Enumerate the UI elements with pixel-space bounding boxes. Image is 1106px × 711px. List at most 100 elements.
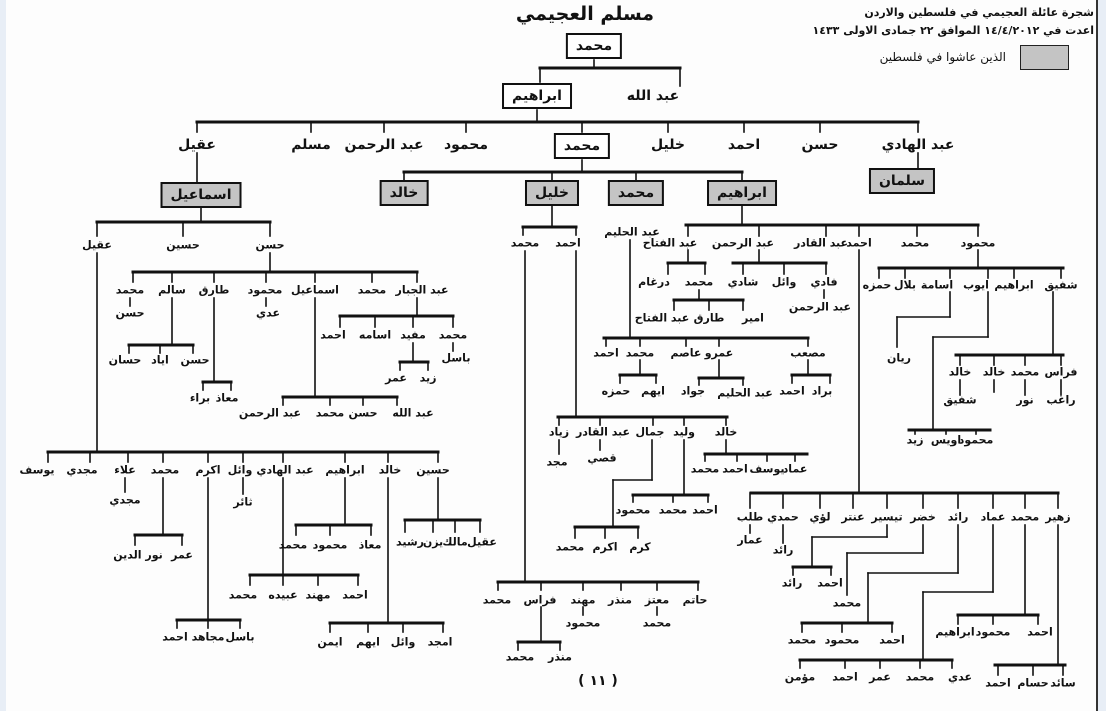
person-node: احمد [692, 503, 718, 517]
person-node: ريان [887, 351, 911, 365]
person-node: احمد [342, 588, 368, 602]
person-node: مجد [546, 455, 568, 469]
person-node: محمد [900, 236, 930, 250]
person-node: عبد الرحمن [788, 300, 852, 314]
person-node: محمد [684, 275, 714, 289]
person-node: محمد [658, 503, 688, 517]
person-node-palestine: خليل [524, 180, 580, 206]
person-node: خالد [714, 425, 738, 439]
scan-edge-right [1096, 0, 1106, 711]
person-node: براد [811, 384, 833, 398]
person-node: عدي [256, 306, 280, 320]
person-node: مجدي [109, 493, 141, 507]
person-node: مهند [305, 588, 331, 602]
person-node: مؤمن [784, 670, 816, 684]
person-node: ايهم [641, 384, 665, 398]
person-node: حسن [801, 137, 839, 153]
person-node: عماد [782, 462, 808, 476]
person-node: احمد [846, 236, 872, 250]
person-node: محمد [690, 462, 720, 476]
person-node: احمد [162, 630, 188, 644]
person-node: طلب [736, 510, 764, 524]
person-node: محمد [278, 538, 308, 552]
person-node: محمود [958, 433, 994, 447]
person-node: راغب [1046, 393, 1076, 407]
person-node: امير [742, 311, 764, 325]
person-node: مجدي [66, 463, 98, 477]
person-node: نور الدين [113, 548, 163, 562]
person-node: طارق [693, 311, 725, 325]
person-node: عبد القادر [575, 425, 631, 439]
person-node: محمود [824, 633, 860, 647]
page-number: ( ١١ ) [578, 673, 618, 689]
person-node: اسامة [920, 278, 954, 292]
person-node: عبد الفتاح [634, 311, 690, 325]
person-node: عنتر [841, 510, 865, 524]
person-node: عبيده [268, 588, 298, 602]
person-node: عبد الله [392, 406, 434, 420]
person-node: احمد [593, 346, 619, 360]
person-node: محمد [553, 133, 611, 159]
person-node: محمد [505, 650, 535, 664]
person-node: عبد الجبار [395, 283, 449, 297]
person-node: احمد [722, 462, 748, 476]
person-node: ابراهيم [502, 83, 572, 109]
person-node: اويس [930, 433, 962, 447]
person-node: وائل [771, 275, 797, 289]
person-node: وائل [390, 635, 416, 649]
person-node: مسلم [291, 137, 331, 153]
person-node: نور [1016, 393, 1034, 407]
person-node: احمد [1027, 625, 1053, 639]
person-node: حسن [348, 406, 378, 420]
person-node: محمد [905, 670, 935, 684]
person-node: عبد القادر [793, 236, 849, 250]
person-node: محمود [975, 625, 1011, 639]
person-node: عبد الرحمن [344, 137, 424, 153]
person-node: اكرم [592, 540, 618, 554]
document-title: شجرة عائلة العجيمي في فلسطين والاردن [864, 6, 1094, 19]
legend-gray-swatch [1020, 45, 1069, 70]
person-node: احمد [817, 576, 843, 590]
person-node: حسين [166, 238, 200, 252]
person-node: محمد [832, 596, 862, 610]
person-node: رشيد [396, 535, 424, 549]
person-node: مفيد [400, 328, 426, 342]
person-node: درغام [638, 275, 670, 289]
person-node: حمدي [767, 510, 799, 524]
person-node: رائد [772, 543, 794, 557]
person-node: خالد [948, 365, 972, 379]
person-node: زيد [906, 433, 924, 447]
person-node: محمد [787, 633, 817, 647]
person-node: محمد [357, 283, 387, 297]
person-node: محمد [482, 593, 512, 607]
person-node: معتز [644, 593, 670, 607]
person-node: علاء [114, 463, 136, 477]
person-node: اياد [151, 353, 169, 367]
person-node: محمود [443, 137, 489, 153]
person-node: عقيل [467, 535, 497, 549]
person-node: محمد [1010, 365, 1040, 379]
person-node: احمد [779, 384, 805, 398]
person-node: حسن [255, 238, 285, 252]
person-node: عبد الحليم [717, 386, 773, 400]
person-node: خضر [910, 510, 936, 524]
person-node-palestine: اسماعيل [160, 182, 242, 208]
person-node: احمد [879, 633, 905, 647]
person-node: براء [189, 391, 211, 405]
person-node: احمد [727, 137, 761, 153]
person-node: ابراهيم [935, 625, 975, 639]
person-node: سائد [1050, 676, 1076, 690]
person-node: شادي [727, 275, 759, 289]
person-node: زيد [419, 371, 437, 385]
person-node: رائد [781, 576, 803, 590]
person-node: محمد [565, 33, 623, 59]
legend-label: الذين عاشوا في فلسطين [879, 50, 1006, 64]
person-node: حسين [416, 463, 450, 477]
person-node: حسن [115, 306, 145, 320]
person-node: يوسف [19, 463, 55, 477]
person-node: محمد [228, 588, 258, 602]
person-node: زهير [1045, 510, 1071, 524]
person-node: تيسير [871, 510, 903, 524]
person-node: حمزه [862, 278, 892, 292]
